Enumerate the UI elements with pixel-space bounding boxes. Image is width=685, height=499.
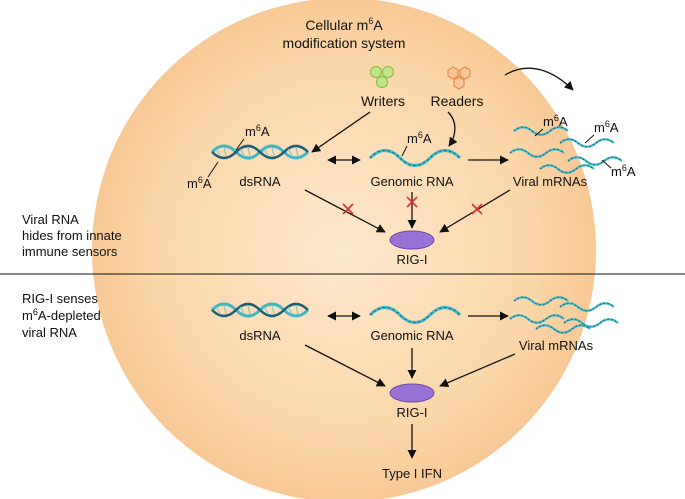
genomic-m6a-tick xyxy=(401,145,408,157)
viral-m6a-mark-2: m6A xyxy=(594,119,619,135)
viral-m6a-tick-3 xyxy=(601,159,612,169)
system-title-line1: Cellular m6A xyxy=(305,16,383,33)
viral-m6a-tick-2 xyxy=(584,134,595,144)
rigi-bottom-graphic xyxy=(389,383,435,403)
writers-to-dsrna-arrow xyxy=(311,111,371,153)
dsrna-m6a-mark-1: m6A xyxy=(245,123,270,139)
writers-icon xyxy=(369,65,395,89)
block-mark-dsrna xyxy=(342,203,354,215)
writers-label: Writers xyxy=(361,93,405,109)
readers-label: Readers xyxy=(431,93,484,109)
readers-to-mrna-arrow xyxy=(504,67,574,91)
viral-m6a-mark-3: m6A xyxy=(611,163,636,179)
dsrna-m6a-tick-1 xyxy=(235,138,245,151)
side-note-bottom-line1: RIG-I senses xyxy=(22,291,98,306)
genomic-top-label: Genomic RNA xyxy=(370,174,453,189)
rigi-top-label: RIG-I xyxy=(396,252,427,267)
dsrna-rigi-arrow xyxy=(304,344,386,387)
side-note-top-line3: immune sensors xyxy=(22,244,118,259)
dsrna-bottom-label: dsRNA xyxy=(239,328,281,343)
block-marks xyxy=(342,196,483,215)
dsrna-m6a-mark-2: m6A xyxy=(187,175,212,191)
block-mark-genomic xyxy=(406,196,418,208)
readers-icon xyxy=(447,66,471,90)
dsrna-m6a-tick-2 xyxy=(207,161,219,178)
viral-top-label: Viral mRNAs xyxy=(513,174,588,189)
side-note-top-line2: hides from innate xyxy=(22,228,122,243)
dsrna-top-label: dsRNA xyxy=(239,174,281,189)
rigi-top-graphic xyxy=(389,230,435,250)
system-title-line2: modification system xyxy=(283,35,406,51)
viral-m6a-tick-1 xyxy=(534,128,544,137)
side-note-bottom-line3: viral RNA xyxy=(22,325,77,340)
rigi-bottom-label: RIG-I xyxy=(396,405,427,420)
side-note-top-line1: Viral RNA xyxy=(22,212,79,227)
viral-m6a-mark-1: m6A xyxy=(543,113,568,129)
viral-rigi-arrow xyxy=(439,353,516,387)
genomic-bottom-label: Genomic RNA xyxy=(370,328,453,343)
block-mark-viral xyxy=(471,203,483,215)
viral-bottom-label: Viral mRNAs xyxy=(519,338,594,353)
readers-to-genomic-arrow xyxy=(447,111,458,147)
cell xyxy=(92,0,596,499)
genomic-m6a-mark: m6A xyxy=(407,130,432,146)
side-note-bottom-line2: m6A-depleted xyxy=(22,307,101,323)
type-i-ifn-label: Type I IFN xyxy=(382,466,442,481)
